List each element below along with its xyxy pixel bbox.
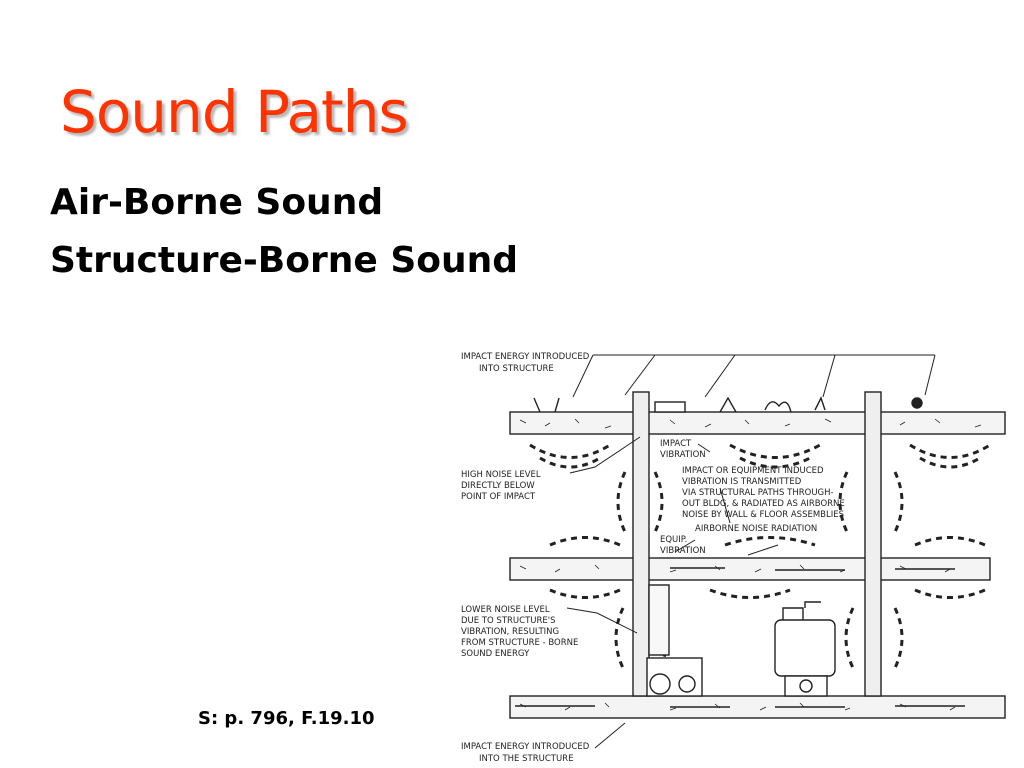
- label-high-noise-3: POINT OF IMPACT: [461, 492, 536, 502]
- label-impact-vibration-1: IMPACT: [660, 439, 692, 449]
- label-induced-3: VIA STRUCTURAL PATHS THROUGH-: [682, 488, 834, 498]
- bottom-floor-slab: [509, 695, 1006, 719]
- label-induced-4: OUT BLDG, & RADIATED AS AIRBORNE: [682, 499, 845, 509]
- sound-paths-diagram: IMPACT ENERGY INTRODUCED INTO STRUCTURE …: [461, 352, 1006, 764]
- label-high-noise-2: DIRECTLY BELOW: [461, 481, 535, 491]
- label-high-noise-1: HIGH NOISE LEVEL: [461, 470, 541, 480]
- label-impact-top-1: IMPACT ENERGY INTRODUCED: [461, 352, 590, 362]
- label-impact-bottom-1: IMPACT ENERGY INTRODUCED: [461, 742, 590, 752]
- right-column: [864, 391, 882, 697]
- pump-motor-icon: [646, 657, 703, 697]
- label-lower-noise-2: DUE TO STRUCTURE'S: [461, 616, 556, 626]
- label-impact-top-2: INTO STRUCTURE: [479, 364, 554, 374]
- label-induced-1: IMPACT OR EQUIPMENT INDUCED: [682, 466, 824, 476]
- bullet-list: Air-Borne Sound Structure-Borne Sound: [50, 182, 518, 298]
- label-lower-noise-1: LOWER NOISE LEVEL: [461, 605, 550, 615]
- label-induced-5: NOISE BY WALL & FLOOR ASSEMBLIES: [682, 510, 844, 520]
- label-equip-2: VIBRATION: [660, 546, 706, 556]
- impact-objects-icon: [533, 396, 923, 413]
- label-airborne-radiation: AIRBORNE NOISE RADIATION: [695, 524, 817, 534]
- slide-title: Sound Paths: [60, 78, 409, 146]
- bullet-airborne-sound: Air-Borne Sound: [50, 182, 384, 223]
- label-impact-vibration-2: VIBRATION: [660, 450, 706, 460]
- label-lower-noise-4: FROM STRUCTURE - BORNE: [461, 638, 578, 648]
- left-column: [632, 391, 650, 697]
- label-impact-bottom-2: INTO THE STRUCTURE: [479, 754, 573, 764]
- label-lower-noise-5: SOUND ENERGY: [461, 649, 530, 659]
- label-equip-1: EQUIP.: [660, 535, 687, 545]
- bullet-structure-borne-sound: Structure-Borne Sound: [50, 240, 518, 281]
- label-induced-2: VIBRATION IS TRANSMITTED: [682, 477, 802, 487]
- source-citation: S: p. 796, F.19.10: [198, 708, 375, 729]
- top-floor-slab: [509, 411, 1006, 435]
- water-tank-icon: [774, 601, 836, 697]
- label-lower-noise-3: VIBRATION, RESULTING: [461, 627, 559, 637]
